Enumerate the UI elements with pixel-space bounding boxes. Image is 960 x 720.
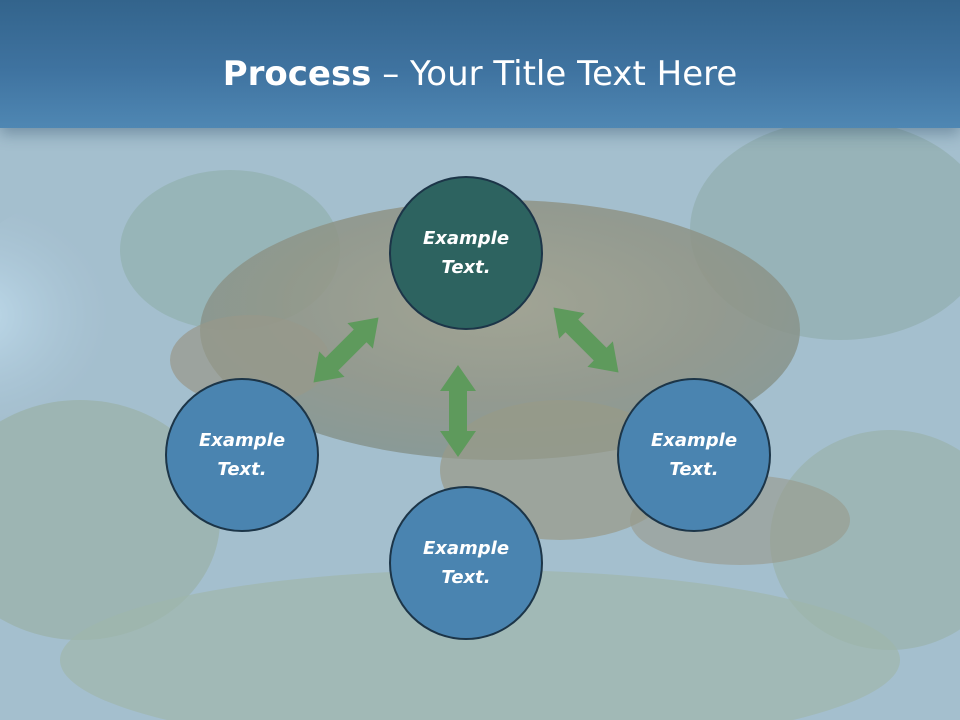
node-top-line2: Text.	[441, 257, 491, 278]
node-left-line2: Text.	[217, 459, 267, 480]
node-top-line1: Example	[422, 228, 510, 249]
title-rest: – Your Title Text Here	[371, 54, 738, 94]
node-bottom-line2: Text.	[441, 567, 491, 588]
title-bold: Process	[222, 54, 372, 94]
node-right-line2: Text.	[669, 459, 719, 480]
arrow-center-vertical	[440, 365, 476, 457]
title-bar: Process – Your Title Text Here	[0, 0, 960, 128]
slide-title[interactable]: Process – Your Title Text Here	[0, 52, 960, 96]
node-bottom-line1: Example	[422, 538, 510, 559]
node-left-line1: Example	[198, 430, 286, 451]
arrow-top-right	[553, 307, 619, 373]
node-right-line1: Example	[650, 430, 738, 451]
arrow-top-left	[313, 317, 379, 383]
